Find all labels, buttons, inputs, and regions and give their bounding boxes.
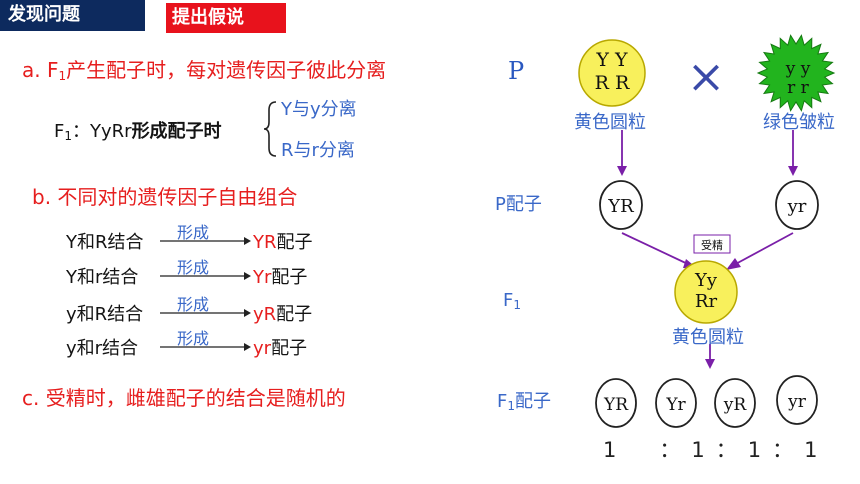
- p-gamete-1: YR: [607, 196, 634, 217]
- f1-line1: Yy: [694, 270, 718, 291]
- combo-result: YR配子: [253, 232, 313, 253]
- combo-left: Y和r结合: [66, 267, 139, 288]
- parent-yellow-line1: Y Y: [595, 49, 628, 71]
- brace-line-r: R与r分离: [281, 140, 355, 161]
- p-gamete-2: yr: [787, 196, 807, 217]
- arrow-label: 形成: [177, 295, 210, 314]
- arrow-icon: [160, 309, 251, 317]
- parent-green-caption: 绿色皱粒: [763, 112, 835, 133]
- f1-pea: [674, 260, 738, 324]
- parent-yellow-caption: 黄色圆粒: [574, 112, 646, 133]
- f1-gamete-yr3: [714, 378, 756, 428]
- fertilization-box: [693, 234, 731, 254]
- arrow-icon: [788, 166, 798, 176]
- f1-gamete-2: Yr: [665, 395, 686, 415]
- point-a: a. F1产生配子时，每对遗传因子彼此分离: [22, 58, 387, 83]
- combo-left: y和R结合: [66, 304, 144, 325]
- green-wrinkled-pea: [756, 34, 836, 112]
- f1-gamete-1: YR: [603, 395, 629, 415]
- arrow-icon: [160, 343, 251, 351]
- arrow-icon: [617, 166, 627, 176]
- arrow-icon: [160, 237, 251, 245]
- combo-result: Yr配子: [253, 267, 308, 288]
- f1-gamete-yr2: [655, 378, 697, 428]
- arrow-icon: [160, 272, 251, 280]
- f1-gamete-yr: [595, 378, 637, 428]
- arrow-label: 形成: [177, 258, 210, 277]
- arrow-label: 形成: [177, 329, 210, 348]
- f1-gamete-4: yr: [787, 392, 807, 412]
- f1-row-label: F1: [503, 290, 521, 312]
- arrow-icon: [705, 359, 715, 369]
- tab-propose-hypothesis[interactable]: 提出假说: [166, 3, 286, 33]
- p-gamete-label: P配子: [495, 194, 542, 215]
- yellow-round-pea: [578, 39, 646, 107]
- combo-result: yR配子: [253, 304, 313, 325]
- f1-gamete-yr4: [776, 375, 818, 425]
- arrow-icon: [726, 258, 741, 270]
- combo-result: yr配子: [253, 338, 308, 359]
- cross-diagram: Y Y R R × y y r r YR yr 受精 Yy Rr YR Yr y…: [578, 34, 836, 428]
- brace: [263, 101, 277, 157]
- tab-discover-problem[interactable]: 发现问题: [0, 0, 145, 31]
- p-gamete-yr-lower: [775, 180, 819, 230]
- f1-caption: 黄色圆粒: [672, 327, 744, 348]
- point-c: c. 受精时，雌雄配子的结合是随机的: [22, 386, 346, 410]
- p-label: P: [508, 57, 525, 85]
- f1-line2: Rr: [695, 291, 718, 312]
- p-gamete-yr-upper: [599, 180, 643, 230]
- brace-line-y: Y与y分离: [281, 99, 357, 120]
- point-b: b. 不同对的遗传因子自由组合: [32, 185, 298, 209]
- fertilization-label: 受精: [701, 239, 723, 252]
- combo-left: y和r结合: [66, 338, 139, 359]
- parent-green-line2: r r: [787, 78, 810, 98]
- combo-left: Y和R结合: [66, 232, 144, 253]
- f1-gamete-3: yR: [723, 395, 748, 415]
- f1-genotype-label: F1：YyRr形成配子时: [54, 121, 222, 143]
- parent-yellow-line2: R R: [595, 72, 630, 94]
- ratio: 1 ：1：1：1: [603, 438, 829, 462]
- cross-icon: ×: [687, 49, 726, 103]
- parent-green-line1: y y: [785, 59, 811, 79]
- arrow-label: 形成: [177, 223, 210, 242]
- f1-gamete-label: F1配子: [497, 391, 551, 413]
